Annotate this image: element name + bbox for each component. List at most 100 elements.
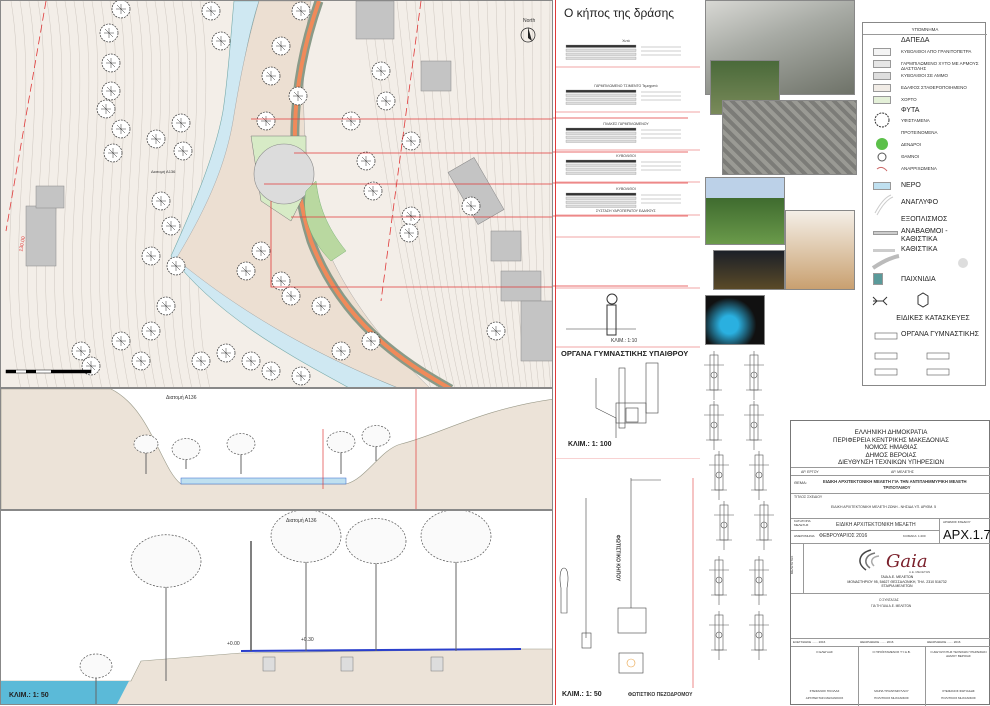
tree-elevation-icon (171, 438, 201, 469)
legend-paving-item: ΓΑΡΜΠΙΛΩΜΕΝΟ ΧΥΤΟ ΜΕ ΑΡΜΟΥΣ ΔΙΑΣΤΟΛΗΣ (901, 61, 979, 71)
tree-symbol-icon (356, 151, 376, 171)
paving-swatch (873, 72, 891, 80)
legend-paving-item: ΚΥΒΟΛΙΘΟΙ ΣΕ ΑΜΜΟ (901, 73, 948, 78)
layer-title: ΣΥΣΤΑΣΗ ΥΔΡΟΠΕΡΑΤΟΥ ΕΔΑΦΟΥΣ (596, 209, 657, 213)
seating-swatch (873, 249, 895, 252)
tree-symbol-icon (103, 143, 123, 163)
tree-symbol-icon (111, 119, 131, 139)
gym-equipment-drawing (704, 401, 724, 450)
gym-equipment-drawing (749, 556, 769, 605)
tree-symbol-icon (216, 343, 236, 363)
legend-plant-item: ΠΡΟΤΕΙΝΟΜΕΝΑ (901, 130, 938, 135)
category: ΕΙΔΙΚΗ ΑΡΧΙΤΕΚΤΟΝΙΚΗ ΜΕΛΕΤΗ (836, 522, 916, 528)
tree-symbol-icon (261, 66, 281, 86)
tree-symbol-icon (201, 1, 221, 21)
tree-symbol-icon (161, 216, 181, 236)
tree-symbol-icon (341, 111, 361, 131)
garden-title: Ο κήπος της δράσης (564, 6, 675, 20)
photo-lights (705, 295, 765, 345)
legend-equipment-title: ΕΞΟΠΛΙΣΜΟΣ (901, 216, 948, 223)
section2-label: Διατομή Α136 (286, 518, 317, 524)
legend-play: ΠΑΙΧΝΙΔΙΑ (901, 276, 936, 283)
circular-plaza (253, 143, 315, 205)
role-label: Ο ΔΙΕΥΘΥΝΤΗΣ ΤΕΧΝΙΚΩΝ ΥΠΗΡΕΣΙΩΝ ΔΗΜΟΥ ΒΕ… (930, 650, 987, 658)
paving-swatch (873, 96, 891, 104)
tree-elevation-icon (345, 518, 407, 651)
legend-paving-item: ΧΟΡΤΟ (901, 97, 917, 102)
legend-water: ΝΕΡΟ (901, 182, 921, 189)
tree-symbol-icon (211, 31, 231, 51)
subject-cont: ΤΡΙΠΟΤΑΜΟΥ (883, 485, 911, 490)
tree-symbol-icon (241, 351, 261, 371)
authority-line: ΔΙΕΥΘΥΝΣΗ ΤΕΧΝΙΚΩΝ ΥΠΗΡΕΣΙΩΝ (838, 459, 944, 466)
north-label: North (523, 18, 536, 24)
company-line: ΓΑΙΑ Α.Ε. ΜΕΛΕΤΩΝ (880, 575, 914, 579)
layer-title: ΚΥΒΟΛΙΘΟΙ (616, 154, 635, 158)
drawing-no-label: ΑΡΙΘΜΟΣ ΣΧΕΔΙΟΥ (943, 520, 971, 524)
planting-strip (304, 180, 347, 262)
signer-name: ΜΑΡΙΑ ΤΡΙΑΝΤΑΦΥΛΛΟΥ (874, 689, 909, 693)
legend-paving-item: ΕΔΑΦΟΣ ΣΤΑΘΕΡΟΠΟΙΗΜΕΝΟ (901, 85, 967, 90)
road (292, 1, 452, 387)
legend: ΥΠΟΜΝΗΜΑ ΔΑΠΕΔΑ ΚΥΒΟΛΙΘΟΙ ΑΠΟ ΓΡΑΝΙΤΟΠΕΤ… (862, 22, 987, 386)
check-label: ΘΕΩΡΗΘΗΚΕ ....... 2016 (860, 640, 894, 644)
tree-elevation-icon (326, 431, 356, 474)
gym-scale: ΚΛΙΜ.: 1: 100 (568, 441, 612, 448)
photo-cobblestones (722, 100, 857, 175)
layer-band (565, 97, 637, 101)
cross-section-1: Διατομή Α136 (0, 388, 553, 510)
tree-symbol-icon (288, 86, 308, 106)
legend-plant-item: ΘΑΜΝΟΙ (901, 154, 920, 159)
tree-symbol-icon (261, 361, 281, 381)
bollard-scale: ΚΛΙΜ.: 1:10 (611, 338, 638, 344)
legend-paving-item: ΚΥΒΟΛΙΘΟΙ ΑΠΟ ΓΡΑΝΙΤΟΠΕΤΡΑ (901, 49, 972, 54)
shrub-icon (877, 152, 887, 162)
street-light-label: ΦΩΤΙΣΤΙΚΟ ΠΕΖΟΔΡΟΜΟΥ (628, 692, 693, 698)
layer-band (565, 101, 637, 105)
layer-band (565, 89, 637, 93)
cross-section-2: Διατομή Α136 +0.00 +0.30 ΚΛΙΜ.: 1: 50 (0, 510, 553, 705)
gym-legend-icon (926, 368, 950, 376)
tree-symbol-icon (131, 351, 151, 371)
gym-equipment-drawing (704, 351, 724, 400)
bollard-detail (556, 287, 700, 348)
designer-label: ΜΕΛΕΤΗΤΗΣ (790, 555, 795, 575)
section-lines-ext (553, 117, 688, 287)
tree-elevation-icon (79, 653, 113, 704)
tree-symbol-icon (399, 223, 419, 243)
paving-swatch (873, 60, 891, 68)
legend-plant-item: ΑΝΑΡΡΙΧΩΜΕΝΑ (901, 166, 937, 171)
logo-subtext: Α.Ε. ΜΕΛΕΤΩΝ (909, 570, 930, 574)
gaia-logo: Gaia Α.Ε. ΜΕΛΕΤΩΝ (859, 549, 930, 574)
gym-equipment-drawing (709, 556, 729, 605)
date-label: ΗΜΕΡΟΜΗΝΙΑ (794, 534, 815, 538)
authority-line: ΕΛΛΗΝΙΚΗ ΔΗΜΟΚΡΑΤΙΑ (854, 429, 928, 436)
company-line: ΕΤΑΙΡΙΑ ΜΕΛΕΤΩΝ (881, 584, 913, 588)
authority-line: ΝΟΜΟΣ ΗΜΑΘΙΑΣ (864, 444, 918, 451)
photo-night-lighting (713, 250, 785, 290)
layer-title: ΠΛΑΚΕΣ ΓΑΡΜΠΙΛΩΜΕΝΟΥ (603, 122, 649, 126)
layer-band (565, 139, 637, 143)
gym-equipment-drawing (744, 401, 764, 450)
section-lines (5, 1, 552, 302)
level-b: +0.30 (301, 637, 314, 643)
tree-elevation-icon (361, 425, 391, 461)
layer-band (565, 52, 637, 56)
tree-symbol-icon (291, 366, 311, 386)
authority-line: ΠΕΡΙΦΕΡΕΙΑ ΚΕΝΤΡΙΚΗΣ ΜΑΚΕΔΟΝΙΑΣ (833, 436, 949, 444)
gym-legend-icon (874, 352, 898, 360)
tree-symbol-icon (166, 256, 186, 276)
tree-elevation-icon (130, 534, 202, 681)
tree-symbol-icon (371, 61, 391, 81)
layer-band (565, 48, 637, 52)
company-line: ΜΟΝΑΣΤΗΡΙΟΥ 95, 54627 ΘΕΣΣΑΛΟΝΙΚΗ, ΤΗΛ. … (847, 579, 947, 584)
paving-swatch (873, 84, 891, 92)
composer-for: ΓΙΑ ΤΗ ΓΑΙΑ Α.Ε. ΜΕΛΕΤΩΝ (871, 604, 912, 608)
photo-park (705, 177, 785, 245)
signer-title: ΠΟΛΙΤΙΚΟΣ ΜΗΧΑΝΙΚΟΣ (941, 696, 976, 700)
legend-relief: ΑΝΑΓΛΥΦΟ (901, 199, 939, 206)
tree-symbol-icon (96, 99, 116, 119)
role-label: Ο ΕΛΕΓΞΑΣ (816, 650, 833, 654)
gym-title: ΟΡΓΑΝΑ ΓΥΜΝΑΣΤΙΚΗΣ ΥΠΑΙΘΡΟΥ (561, 349, 689, 358)
